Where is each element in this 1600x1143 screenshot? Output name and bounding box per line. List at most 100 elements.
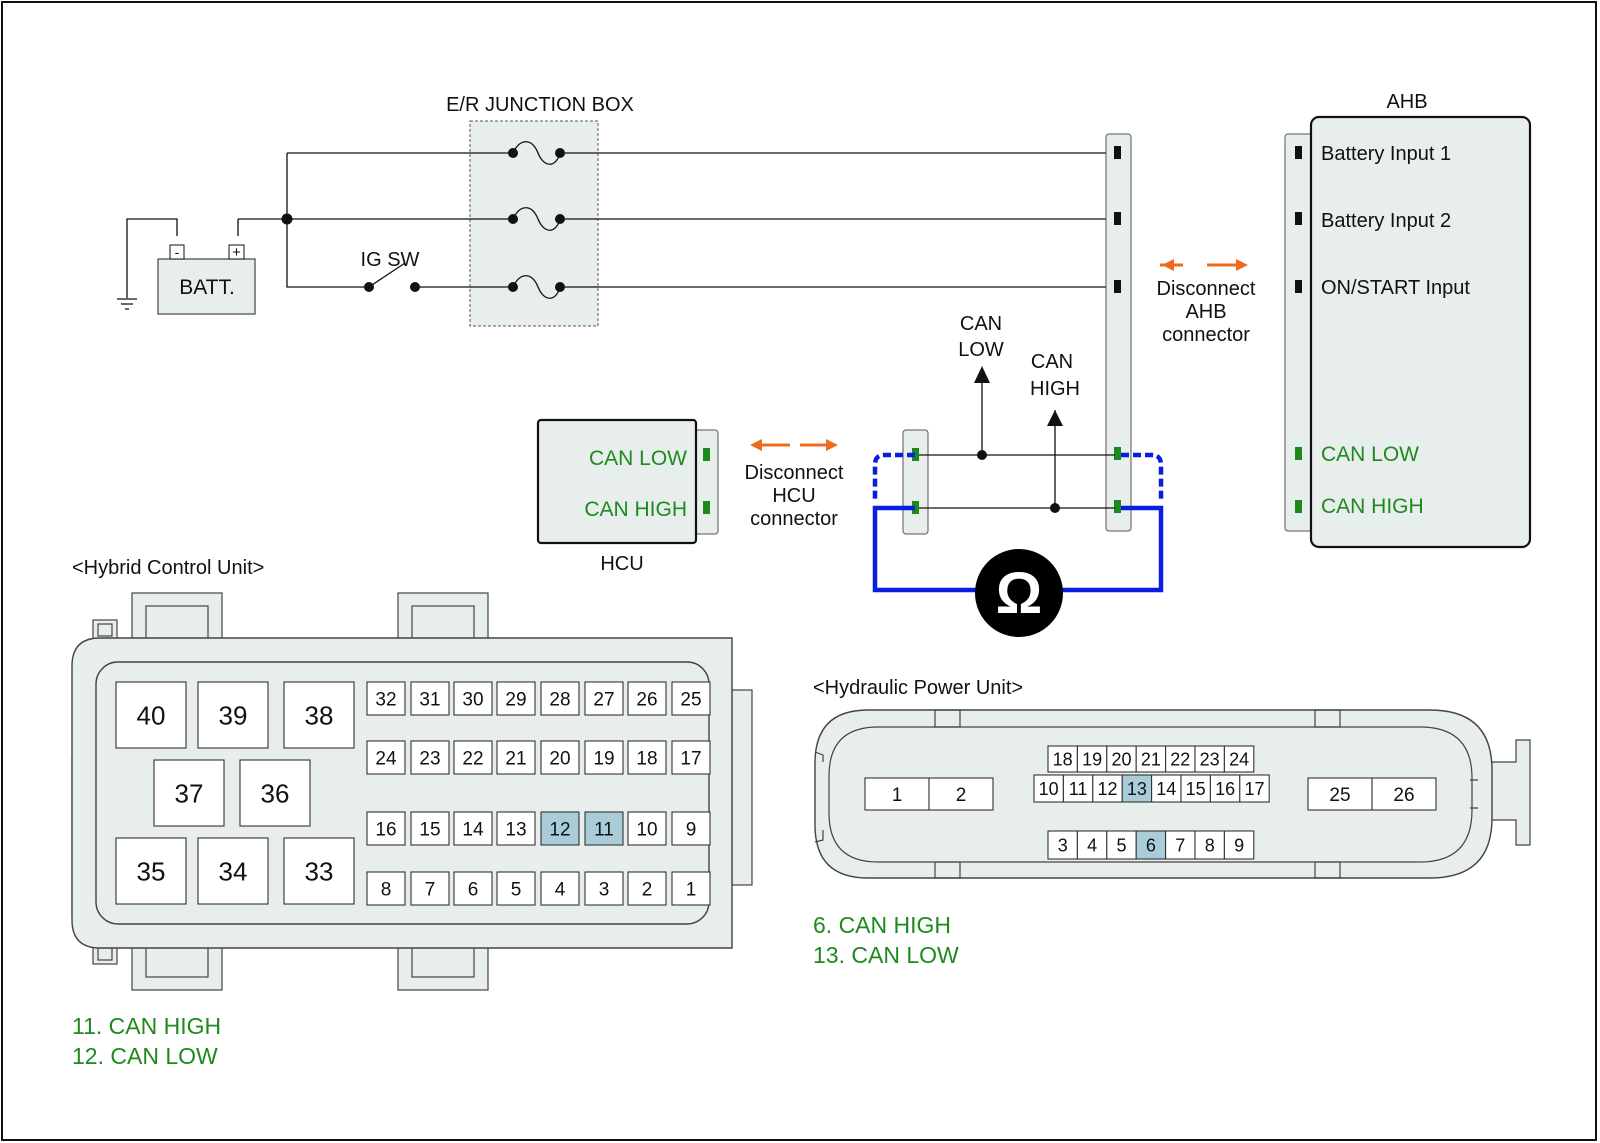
- pin-cell-4: [540, 871, 580, 906]
- pin-number-15: 15: [1186, 779, 1206, 799]
- pin-cell-34: [197, 837, 269, 905]
- can-high-arrow-label-1: CAN: [1031, 351, 1073, 373]
- pin-cell-21: [496, 740, 536, 775]
- pin-cell-2: [928, 777, 994, 811]
- pin-cell-30: [453, 681, 493, 716]
- pin-cell-39: [197, 681, 269, 749]
- pin-number-27: 27: [593, 689, 614, 710]
- hcu-legend-2: 12. CAN LOW: [72, 1043, 218, 1069]
- pin-number-34: 34: [219, 856, 248, 886]
- pin-number-13: 13: [1127, 779, 1147, 799]
- ohmmeter-leads: [872, 452, 1164, 593]
- pin-cell-23: [410, 740, 450, 775]
- ohmmeter-icon: [975, 549, 1063, 637]
- pin-cell-10: [627, 811, 667, 846]
- pin-cell-5: [1106, 830, 1137, 860]
- pin-cell-12: [540, 811, 580, 846]
- hcu-connector-title: <Hybrid Control Unit>: [72, 557, 264, 579]
- pin-cell-6: [1135, 830, 1167, 860]
- disconnect-ahb-line2: AHB: [1185, 301, 1226, 323]
- pin-cell-29: [496, 681, 536, 716]
- pin-number-12: 12: [549, 819, 570, 840]
- pin-cell-3: [1047, 830, 1078, 860]
- disconnect-hcu-line2: HCU: [772, 485, 815, 507]
- pin-number-16: 16: [1215, 779, 1235, 799]
- pin-number-20: 20: [549, 748, 570, 769]
- pin-cell-9: [1223, 830, 1255, 860]
- disconnect-ahb-arrow-right: [1236, 259, 1248, 271]
- pin-number-37: 37: [175, 778, 204, 808]
- pin-number-29: 29: [505, 689, 526, 710]
- pin-number-25: 25: [1329, 785, 1350, 806]
- pin-cell-15: [1180, 774, 1211, 803]
- pin-number-40: 40: [137, 700, 166, 730]
- pin-cell-10: [1033, 774, 1064, 803]
- pin-number-23: 23: [1200, 749, 1220, 769]
- pin-cell-17: [671, 740, 711, 775]
- pin-number-6: 6: [468, 879, 479, 900]
- pin-cell-1: [864, 777, 930, 811]
- pin-number-11: 11: [594, 819, 614, 840]
- hcu-label: HCU: [600, 553, 643, 575]
- hcu-pin-can-high: CAN HIGH: [584, 498, 687, 521]
- pin-cell-8: [366, 871, 406, 906]
- pin-number-24: 24: [1229, 749, 1249, 769]
- disconnect-ahb-line1: Disconnect: [1157, 278, 1256, 300]
- pin-cell-16: [366, 811, 406, 846]
- hcu-pin-can-low: CAN LOW: [589, 447, 687, 470]
- junction-box-label: E/R JUNCTION BOX: [446, 94, 634, 116]
- pin-cell-24: [366, 740, 406, 775]
- pin-number-18: 18: [1053, 749, 1073, 769]
- pin-number-28: 28: [549, 689, 570, 710]
- pin-number-6: 6: [1146, 835, 1156, 855]
- ahb-harness-connector: [1105, 133, 1132, 532]
- pin-number-9: 9: [686, 819, 697, 840]
- pin-number-19: 19: [593, 748, 614, 769]
- battery: [157, 258, 256, 315]
- battery-negative-terminal: [169, 244, 185, 260]
- pin-number-23: 23: [419, 748, 440, 769]
- disconnect-hcu-line1: Disconnect: [745, 462, 844, 484]
- pin-number-17: 17: [1244, 779, 1264, 799]
- pin-number-32: 32: [375, 689, 396, 710]
- pin-number-11: 11: [1069, 779, 1088, 799]
- ahb-pin-can-low: CAN LOW: [1321, 443, 1419, 466]
- svg-text:+: +: [232, 244, 241, 261]
- pin-cell-13: [496, 811, 536, 846]
- pin-number-7: 7: [1175, 835, 1185, 855]
- pin-number-22: 22: [1170, 749, 1190, 769]
- pin-cell-20: [1106, 745, 1137, 773]
- pin-number-24: 24: [375, 748, 397, 769]
- pin-cell-18: [1047, 745, 1078, 773]
- pin-cell-3: [584, 871, 624, 906]
- pin-number-5: 5: [511, 879, 522, 900]
- pin-cell-20: [540, 740, 580, 775]
- ahb-unit-connector: [1284, 133, 1314, 532]
- pin-cell-36: [239, 759, 311, 827]
- pin-number-38: 38: [305, 700, 334, 730]
- pin-cell-11: [584, 811, 624, 846]
- disconnect-hcu-line3: connector: [750, 508, 838, 530]
- pin-cell-18: [627, 740, 667, 775]
- pin-cell-14: [1151, 774, 1182, 803]
- hcu-module-group: CAN LOW CAN HIGH HCU: [536, 418, 719, 575]
- pin-cell-11: [1062, 774, 1094, 803]
- hcu-connector: [693, 429, 719, 535]
- pin-cell-19: [584, 740, 624, 775]
- pin-number-14: 14: [1156, 779, 1176, 799]
- pin-cell-28: [540, 681, 580, 716]
- pin-number-10: 10: [636, 819, 657, 840]
- disconnect-hcu-arrow-left: [750, 439, 762, 451]
- hpu-connector-title: <Hydraulic Power Unit>: [813, 677, 1023, 699]
- pin-number-33: 33: [305, 856, 334, 886]
- ahb-pin-battery-input-2: Battery Input 2: [1321, 210, 1451, 232]
- pin-number-18: 18: [636, 748, 657, 769]
- hpu-legend-2: 13. CAN LOW: [813, 942, 959, 968]
- pin-number-13: 13: [505, 819, 526, 840]
- pin-cell-8: [1194, 830, 1225, 860]
- pin-cell-7: [410, 871, 450, 906]
